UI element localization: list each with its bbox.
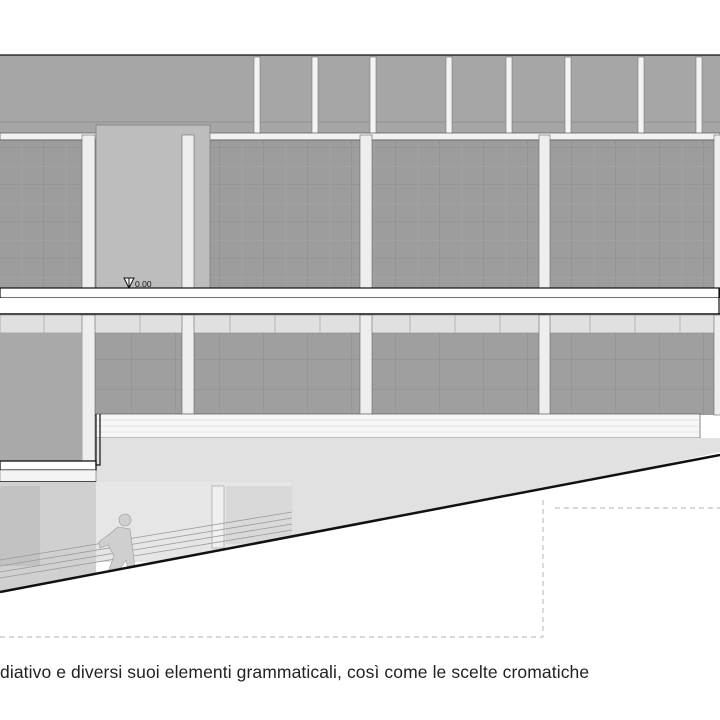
floor-slab	[0, 287, 720, 315]
railing	[0, 511, 293, 579]
upper-pillars	[81, 134, 720, 289]
ground-ramp	[0, 453, 720, 720]
level-marker-label: 0.00	[135, 279, 152, 289]
left-wall-block	[0, 333, 82, 461]
canopy-band	[95, 413, 701, 439]
roof-clerestory	[0, 54, 720, 141]
level-marker: 0.00	[123, 277, 152, 290]
foundation-dashed-outline	[0, 500, 720, 638]
caption-text: diativo e diversi suoi elementi grammati…	[0, 662, 590, 682]
